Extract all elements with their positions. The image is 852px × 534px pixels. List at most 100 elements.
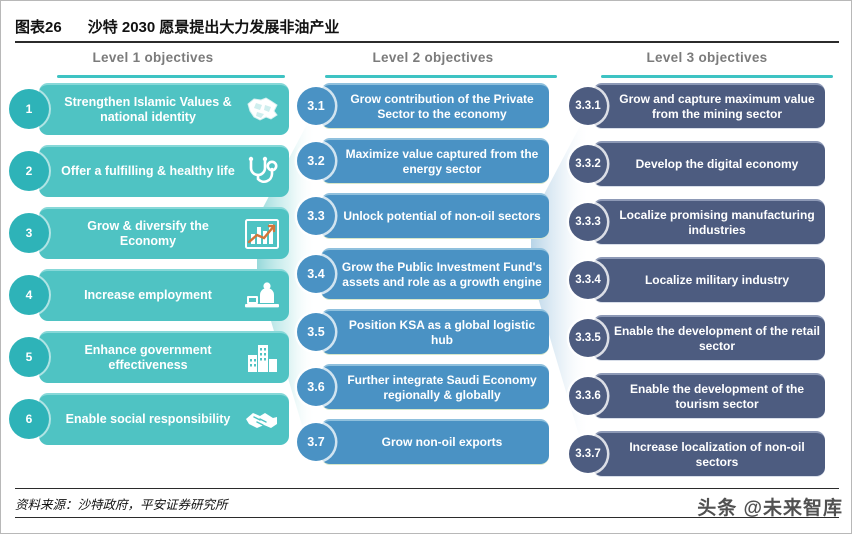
objective-row[interactable]: Further integrate Saudi Economy regional… — [297, 364, 569, 410]
objective-bar[interactable]: Offer a fulfilling & healthy life — [39, 145, 289, 197]
objective-label: Further integrate Saudi Economy regional… — [347, 372, 537, 402]
column-rule-level-3 — [601, 75, 833, 78]
objective-number-badge: 3.3 — [297, 197, 335, 235]
column-level-1: Level 1 objectives Strengthen Islamic Va… — [9, 47, 297, 455]
column-heading-level-3: Level 3 objectives — [646, 50, 768, 65]
buildings-icon — [239, 339, 285, 377]
objective-row[interactable]: Increase employment 4 — [9, 269, 297, 321]
objective-row[interactable]: Grow non-oil exports 3.7 — [297, 419, 569, 465]
objective-row[interactable]: Enable the development of the tourism se… — [569, 373, 845, 419]
objective-number-badge: 3.3.7 — [569, 435, 607, 473]
objective-bar[interactable]: Develop the digital economy — [593, 141, 825, 187]
objective-number-badge: 3.3.6 — [569, 377, 607, 415]
objective-row[interactable]: Strengthen Islamic Values & national ide… — [9, 83, 297, 135]
figure-number: 图表26 — [15, 18, 62, 36]
objective-number-badge: 3.2 — [297, 142, 335, 180]
objective-number-badge: 2 — [9, 151, 49, 191]
objective-bar[interactable]: Strengthen Islamic Values & national ide… — [39, 83, 289, 135]
objective-label: Grow & diversify the Economy — [87, 218, 209, 248]
objective-label: Position KSA as a global logistic hub — [348, 317, 536, 347]
objective-label: Develop the digital economy — [635, 157, 799, 172]
objective-bar[interactable]: Maximize value captured from the energy … — [321, 138, 549, 184]
objective-bar[interactable]: Position KSA as a global logistic hub — [321, 309, 549, 355]
objective-row[interactable]: Enable the development of the retail sec… — [569, 315, 845, 361]
objective-bar[interactable]: Increase employment — [39, 269, 289, 321]
objective-row[interactable]: Grow and capture maximum value from the … — [569, 83, 845, 129]
objective-number-badge: 1 — [9, 89, 49, 129]
objective-label: Grow contribution of the Private Sector … — [350, 91, 534, 121]
column-rule-level-1 — [57, 75, 285, 78]
objective-label: Offer a fulfilling & healthy life — [61, 164, 235, 179]
column-level-3: Level 3 objectives Grow and capture maxi… — [569, 47, 845, 489]
objective-number-badge: 4 — [9, 275, 49, 315]
figure-header: 图表26 沙特 2030 愿景提出大力发展非油产业 — [15, 11, 839, 43]
objective-row[interactable]: Grow the Public Investment Fund's assets… — [297, 248, 569, 300]
objective-row[interactable]: Enable social responsibility 6 — [9, 393, 297, 445]
objective-row[interactable]: Grow contribution of the Private Sector … — [297, 83, 569, 129]
objective-number-badge: 3.1 — [297, 87, 335, 125]
objective-label: Localize military industry — [644, 273, 790, 288]
diagram-canvas: Level 1 objectives Strengthen Islamic Va… — [1, 47, 852, 487]
objective-number-badge: 3.5 — [297, 313, 335, 351]
handshake-icon — [239, 401, 285, 439]
objective-row[interactable]: Offer a fulfilling & healthy life 2 — [9, 145, 297, 197]
objective-bar[interactable]: Grow the Public Investment Fund's assets… — [321, 248, 549, 300]
objective-row[interactable]: Maximize value captured from the energy … — [297, 138, 569, 184]
figure-footer: 资料来源：沙特政府，平安证券研究所 — [15, 488, 839, 518]
worker-desk-icon — [239, 277, 285, 315]
objective-label: Unlock potential of non-oil sectors — [343, 209, 541, 224]
objective-bar[interactable]: Enhance government effectiveness — [39, 331, 289, 383]
objective-bar[interactable]: Enable social responsibility — [39, 393, 289, 445]
objective-label: Enable the development of the retail sec… — [613, 323, 821, 353]
column-heading-level-2: Level 2 objectives — [372, 50, 494, 65]
objective-bar[interactable]: Increase localization of non-oil sectors — [593, 431, 825, 477]
objective-number-badge: 3.7 — [297, 423, 335, 461]
objective-number-badge: 6 — [9, 399, 49, 439]
objective-label: Strengthen Islamic Values & national ide… — [64, 94, 232, 124]
objective-number-badge: 3.6 — [297, 368, 335, 406]
objective-row[interactable]: Localize military industry 3.3.4 — [569, 257, 845, 303]
objective-number-badge: 3 — [9, 213, 49, 253]
objective-bar[interactable]: Further integrate Saudi Economy regional… — [321, 364, 549, 410]
objective-bar[interactable]: Localize military industry — [593, 257, 825, 303]
objective-number-badge: 3.3.2 — [569, 145, 607, 183]
objective-row[interactable]: Enhance government effectiveness — [9, 331, 297, 383]
objective-label: Enable the development of the tourism se… — [629, 381, 805, 411]
objective-bar[interactable]: Grow & diversify the Economy — [39, 207, 289, 259]
figure-title: 沙特 2030 愿景提出大力发展非油产业 — [87, 18, 340, 36]
objective-bar[interactable]: Localize promising manufacturing industr… — [593, 199, 825, 245]
stethoscope-icon — [239, 153, 285, 191]
watermark: 头条 @未来智库 — [697, 498, 843, 519]
objective-row[interactable]: Localize promising manufacturing industr… — [569, 199, 845, 245]
objective-number-badge: 3.3.3 — [569, 203, 607, 241]
objective-label: Grow and capture maximum value from the … — [619, 91, 815, 121]
objective-label: Localize promising manufacturing industr… — [619, 207, 815, 237]
bar-chart-growth-icon — [239, 215, 285, 253]
source-note: 资料来源：沙特政府，平安证券研究所 — [15, 497, 228, 512]
objective-bar[interactable]: Enable the development of the retail sec… — [593, 315, 825, 361]
objective-row[interactable]: Grow & diversify the Economy 3 — [9, 207, 297, 259]
objective-label: Increase employment — [84, 288, 212, 303]
objective-label: Grow non-oil exports — [381, 435, 503, 450]
objective-bar[interactable]: Grow contribution of the Private Sector … — [321, 83, 549, 129]
objective-bar[interactable]: Enable the development of the tourism se… — [593, 373, 825, 419]
objective-row[interactable]: Develop the digital economy 3.3.2 — [569, 141, 845, 187]
objective-number-badge: 3.4 — [297, 255, 335, 293]
objective-row[interactable]: Unlock potential of non-oil sectors 3.3 — [297, 193, 569, 239]
objective-number-badge: 5 — [9, 337, 49, 377]
saudi-map-icon — [239, 91, 285, 129]
objective-label: Grow the Public Investment Fund's assets… — [341, 259, 543, 289]
objective-label: Enhance government effectiveness — [84, 342, 212, 372]
objective-bar[interactable]: Unlock potential of non-oil sectors — [321, 193, 549, 239]
objective-bar[interactable]: Grow non-oil exports — [321, 419, 549, 465]
objective-bar[interactable]: Grow and capture maximum value from the … — [593, 83, 825, 129]
objective-number-badge: 3.3.5 — [569, 319, 607, 357]
objective-row[interactable]: Increase localization of non-oil sectors… — [569, 431, 845, 477]
objective-number-badge: 3.3.1 — [569, 87, 607, 125]
objective-label: Enable social responsibility — [65, 412, 231, 427]
column-rule-level-2 — [325, 75, 557, 78]
objective-label: Increase localization of non-oil sectors — [629, 439, 805, 469]
objective-row[interactable]: Position KSA as a global logistic hub 3.… — [297, 309, 569, 355]
objective-number-badge: 3.3.4 — [569, 261, 607, 299]
